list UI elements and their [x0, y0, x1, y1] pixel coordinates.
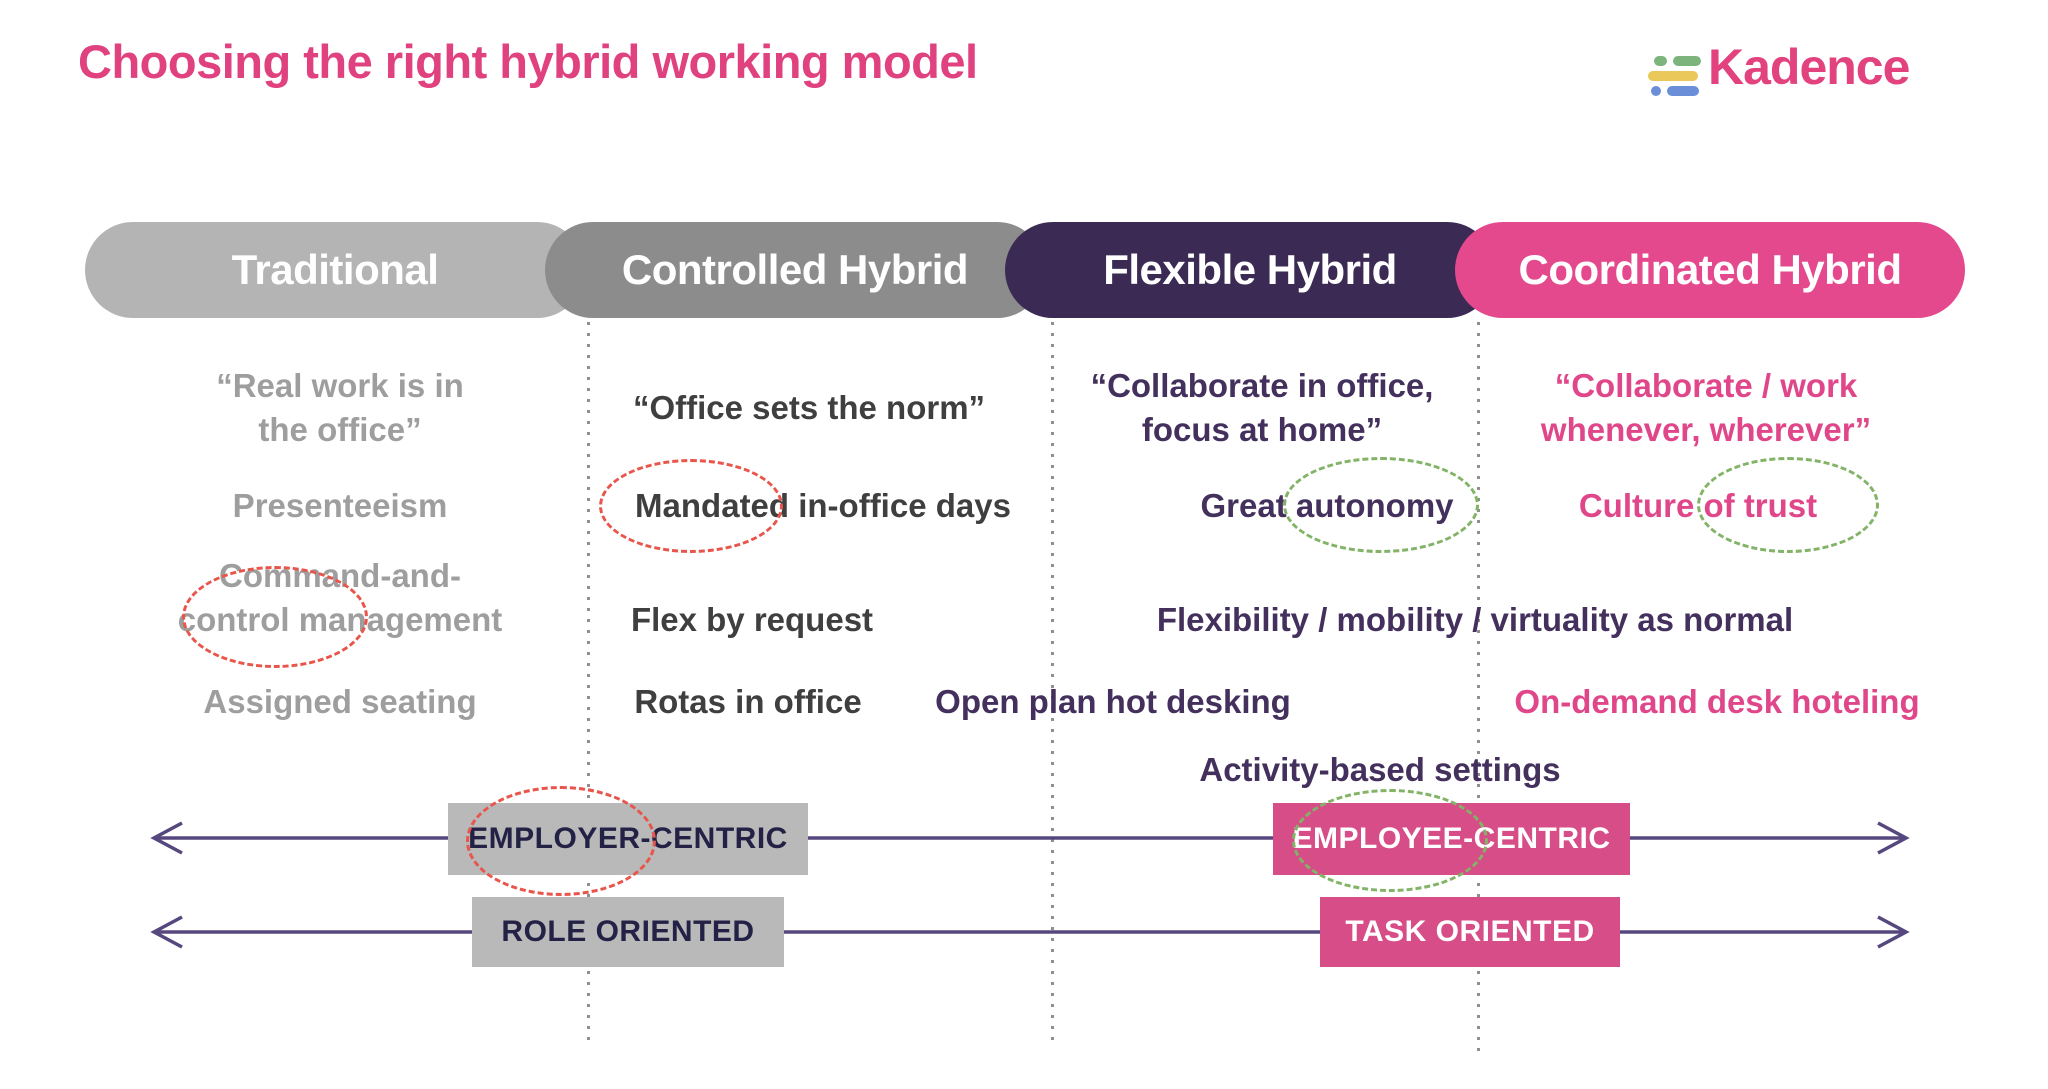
role-oriented-box: ROLE ORIENTED — [472, 897, 784, 967]
flex-by-request-label: Flex by request — [630, 601, 874, 638]
axis2-left-arrowhead-icon — [150, 915, 183, 949]
controlled-quote: “Office sets the norm” — [632, 389, 986, 426]
presenteeism-label: Presenteeism — [232, 487, 448, 524]
flexible-quote-line2: focus at home” — [1141, 411, 1383, 448]
flexibility-normal-label: Flexibility / mobility / virtuality as n… — [1156, 601, 1794, 638]
logo-bar-blue-long — [1667, 86, 1699, 96]
logo-bar-green-long — [1673, 56, 1701, 66]
coordinated-quote-line2: whenever, wherever” — [1540, 411, 1872, 448]
red-circle-mandated — [599, 459, 783, 553]
flexible-quote-line1: “Collaborate in office, — [1090, 367, 1434, 404]
logo-bar-blue-short — [1651, 86, 1661, 96]
traditional-quote-line2: the office” — [258, 411, 422, 448]
activity-based-label: Activity-based settings — [1199, 751, 1561, 788]
flexible-quote: “Collaborate in office, focus at home” — [1091, 364, 1434, 452]
header-pill-coordinated-hybrid: Coordinated Hybrid — [1455, 222, 1965, 318]
assigned-seating-label: Assigned seating — [203, 683, 477, 720]
coordinated-quote-line1: “Collaborate / work — [1554, 367, 1858, 404]
traditional-quote-line1: “Real work is in — [216, 367, 464, 404]
kadence-logo-text: Kadence — [1708, 39, 1910, 95]
coordinated-quote: “Collaborate / work whenever, wherever” — [1541, 364, 1871, 452]
green-circle-of-trust — [1697, 457, 1879, 553]
header-pill-controlled-hybrid: Controlled Hybrid — [545, 222, 1045, 318]
traditional-quote: “Real work is in the office” — [216, 364, 464, 452]
red-circle-employer-centric — [466, 786, 656, 896]
column-divider-2 — [1051, 322, 1054, 1040]
column-divider-1 — [587, 322, 590, 1040]
header-pill-traditional: Traditional — [85, 222, 585, 318]
green-circle-autonomy — [1283, 457, 1479, 553]
page-title: Choosing the right hybrid working model — [78, 35, 978, 88]
axis1-left-arrowhead-icon — [150, 821, 183, 855]
header-pill-flexible-hybrid: Flexible Hybrid — [1005, 222, 1495, 318]
axis1-right-arrowhead-icon — [1877, 821, 1910, 855]
on-demand-label: On-demand desk hoteling — [1514, 683, 1920, 720]
green-circle-employee-centric — [1292, 789, 1488, 892]
logo-bar-green-short — [1654, 56, 1667, 66]
open-plan-label: Open plan hot desking — [935, 683, 1291, 720]
red-circle-command-control — [182, 566, 368, 668]
axis2-right-arrowhead-icon — [1877, 915, 1910, 949]
task-oriented-box: TASK ORIENTED — [1320, 897, 1620, 967]
rotas-label: Rotas in office — [634, 683, 862, 720]
logo-bar-yellow — [1648, 71, 1698, 81]
column-divider-3 — [1477, 322, 1480, 1052]
